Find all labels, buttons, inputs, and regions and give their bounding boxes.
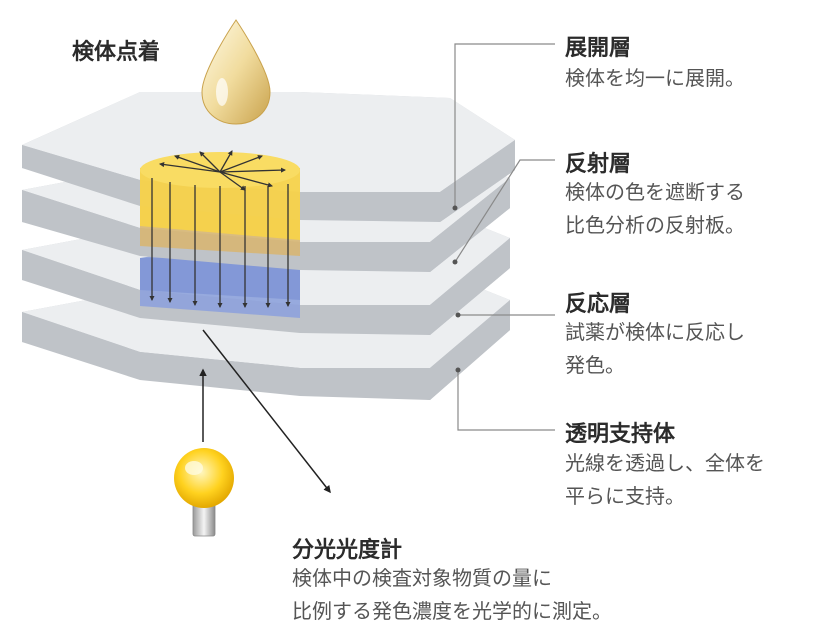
support-layer-desc-line-2: 平らに支持。 [565, 484, 685, 508]
drop-icon [201, 19, 271, 125]
support-layer-desc-line-1: 光線を透過し、全体を [565, 451, 765, 475]
leader-lines [452, 43, 555, 431]
spectrophotometer-title: 分光光度計 [292, 538, 403, 563]
spreading-layer-title: 展開層 [565, 36, 632, 61]
spectrophotometer-desc-line-1: 検体中の検査対象物質の量に [292, 566, 552, 590]
spread-arrows [158, 150, 287, 191]
sample-application-label: 検体点着 [72, 40, 161, 65]
measurement-arrows [199, 329, 331, 494]
reflection-layer-desc-line-2: 比色分析の反射板。 [565, 213, 745, 237]
spreading-layer-desc-line-1: 検体を均一に展開。 [565, 66, 745, 90]
reaction-layer-desc-line-2: 発色。 [565, 353, 625, 377]
light-bulb-icon [174, 448, 234, 537]
penetration-arrows [149, 178, 291, 309]
reaction-layer-title: 反応層 [565, 292, 632, 317]
spectrophotometer-desc-line-2: 比例する発色濃度を光学的に測定。 [292, 599, 612, 623]
spreading-layer [22, 92, 515, 240]
support-layer-title: 透明支持体 [565, 422, 676, 447]
reflection-layer-desc-line-1: 検体の色を遮断する [565, 180, 745, 204]
reaction-layer-desc-line-1: 試薬が検体に反応し [565, 320, 745, 344]
reflection-layer-title: 反射層 [565, 152, 632, 177]
